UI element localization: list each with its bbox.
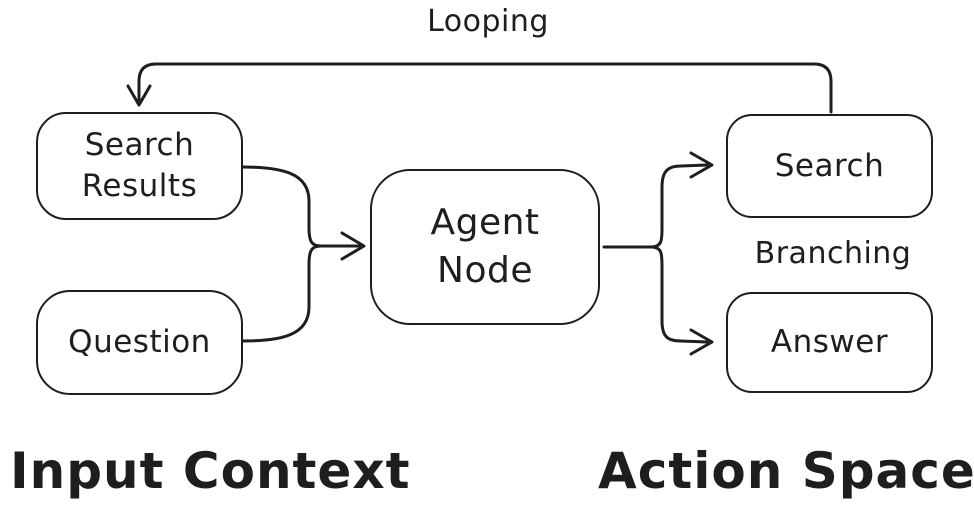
input-context-label: Input Context: [10, 442, 411, 500]
edge-search-results-to-merge: [241, 165, 323, 248]
looping-arrowhead: [126, 84, 152, 107]
node-search: Search: [726, 114, 933, 218]
node-search-label: Search: [774, 147, 885, 184]
node-agent: Agent Node: [370, 169, 600, 325]
edge-branch-to-search-line: [649, 163, 709, 249]
looping-label: Looping: [427, 4, 549, 39]
node-question-label: Question: [68, 324, 211, 361]
node-search-results-label: Search Results: [81, 127, 198, 204]
action-space-label: Action Space: [598, 442, 974, 500]
edge-merge-to-agent-arrowhead: [340, 231, 366, 261]
edge-branch-to-search-arrowhead: [689, 151, 714, 179]
node-answer: Answer: [726, 292, 933, 393]
node-search-results: Search Results: [36, 112, 243, 220]
looping-arrow-line: [137, 62, 833, 114]
node-question: Question: [36, 290, 243, 395]
node-answer-label: Answer: [770, 324, 889, 361]
edge-branch-to-answer-arrowhead: [689, 328, 714, 356]
node-agent-label: Agent Node: [430, 202, 540, 291]
edge-branch-to-answer-line: [649, 245, 709, 344]
branching-label: Branching: [754, 236, 912, 271]
edge-question-to-merge: [241, 244, 323, 343]
